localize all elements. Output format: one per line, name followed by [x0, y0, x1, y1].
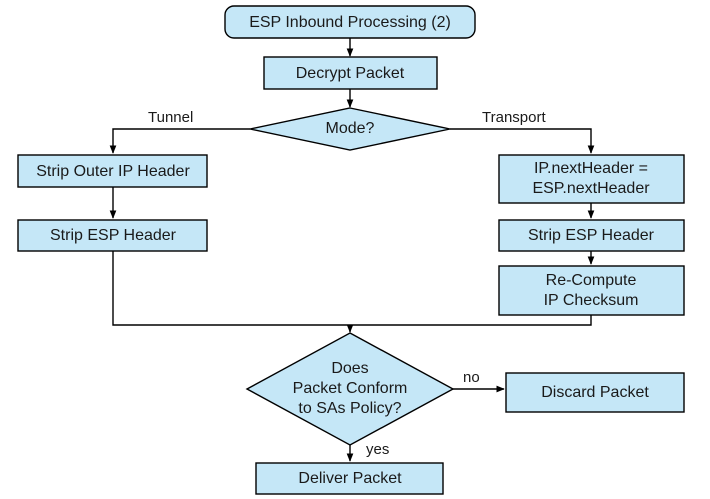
edge-label-yes: yes	[366, 441, 389, 458]
strip-esp-header-tunnel-shape	[17, 219, 208, 252]
policy-decision-shape	[245, 332, 455, 446]
edge-label-no: no	[463, 369, 480, 386]
start-terminator-label: ESP Inbound Processing (2)	[249, 14, 451, 31]
deliver-packet-shape	[255, 462, 444, 495]
edge-label-transport: Transport	[482, 109, 546, 126]
edge-mode-to-tunnel-branch	[109, 128, 250, 154]
edge-recompute-to-merge	[350, 315, 592, 326]
strip-outer-ip-header-label: Strip Outer IP Header	[36, 163, 190, 180]
edge-label-tunnel: Tunnel	[148, 109, 193, 126]
strip-esp-header-transport-label: Strip ESP Header	[528, 227, 655, 244]
node-mode-decision: Mode?	[249, 107, 451, 151]
node-set-next-header: IP.nextHeader = ESP.nextHeader	[498, 154, 685, 204]
node-start-terminator: ESP Inbound Processing (2)	[224, 5, 476, 39]
decrypt-packet-shape	[263, 56, 438, 90]
discard-packet-shape	[505, 372, 685, 413]
recompute-checksum-shape	[498, 265, 685, 316]
node-strip-outer-ip-header: Strip Outer IP Header	[17, 154, 208, 188]
set-next-header-shape	[498, 154, 685, 204]
edge-tunnel-to-merge	[112, 251, 350, 326]
mode-decision-label: Mode?	[326, 120, 375, 137]
policy-decision-label-line3: to SAs Policy?	[298, 400, 401, 417]
policy-decision-label-line2: Packet Conform	[293, 380, 408, 397]
strip-outer-ip-header-shape	[17, 154, 208, 188]
discard-packet-label: Discard Packet	[541, 384, 649, 401]
strip-esp-header-tunnel-label: Strip ESP Header	[50, 227, 177, 244]
node-strip-esp-header-transport: Strip ESP Header	[498, 219, 685, 252]
node-policy-decision: Does Packet Conform to SAs Policy?	[245, 332, 455, 446]
node-deliver-packet: Deliver Packet	[255, 462, 444, 495]
edge-mode-to-transport-branch	[450, 128, 595, 154]
node-recompute-checksum: Re-Compute IP Checksum	[498, 265, 685, 316]
set-next-header-label-line1: IP.nextHeader =	[534, 160, 648, 177]
set-next-header-label-line2: ESP.nextHeader	[532, 180, 650, 197]
node-strip-esp-header-tunnel: Strip ESP Header	[17, 219, 208, 252]
node-discard-packet: Discard Packet	[505, 372, 685, 413]
recompute-checksum-label-line1: Re-Compute	[546, 272, 637, 289]
strip-esp-header-transport-shape	[498, 219, 685, 252]
deliver-packet-label: Deliver Packet	[298, 470, 402, 487]
policy-decision-label-line1: Does	[331, 360, 368, 377]
decrypt-packet-label: Decrypt Packet	[296, 65, 405, 82]
node-decrypt-packet: Decrypt Packet	[263, 56, 438, 90]
recompute-checksum-label-line2: IP Checksum	[544, 292, 639, 309]
mode-decision-shape	[249, 107, 451, 151]
start-terminator-shape	[224, 5, 476, 39]
